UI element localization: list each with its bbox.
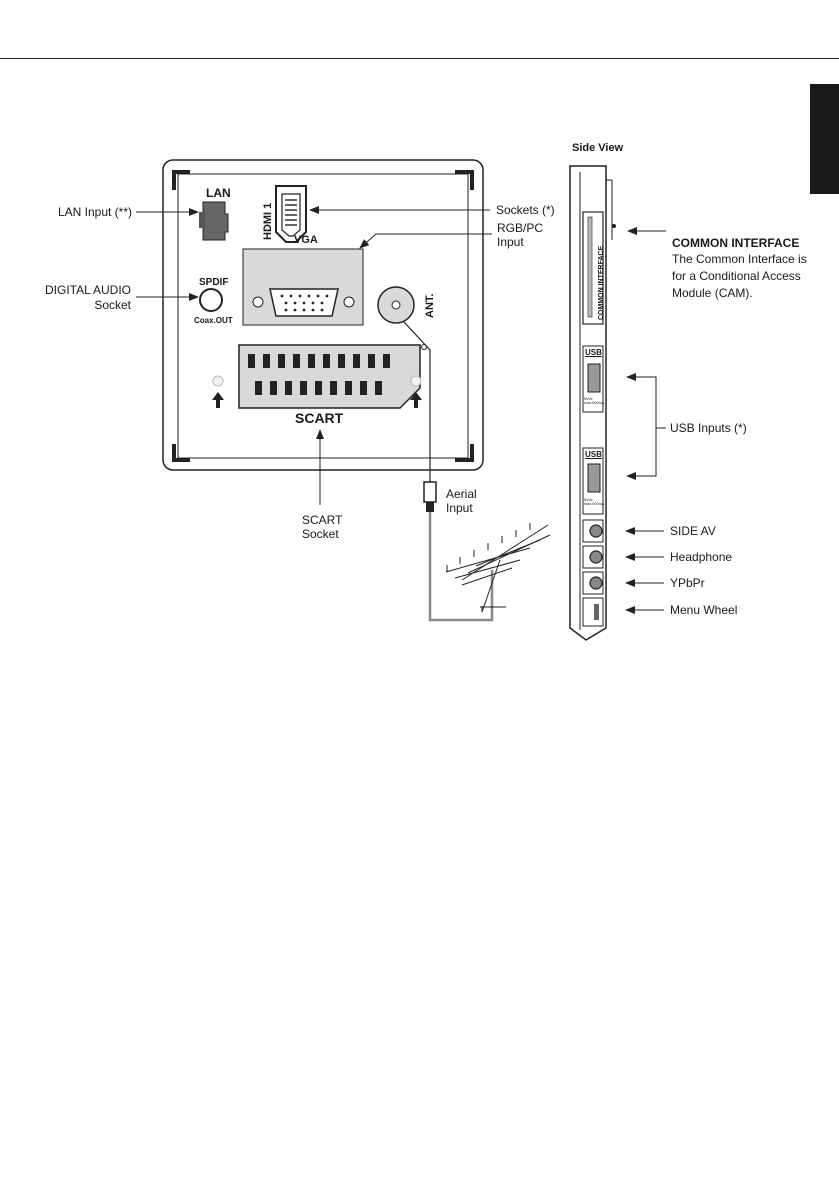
corner-bracket-br: [455, 444, 474, 462]
corner-bracket-tl: [172, 170, 190, 190]
aerial-callout-line1: Aerial: [446, 487, 477, 501]
scart-socket-callout-line2: Socket: [302, 527, 339, 541]
common-interface-desc-3: Module (CAM).: [672, 286, 753, 300]
scart-pins: [248, 354, 390, 395]
digital-audio-callout-line1: DIGITAL AUDIO: [44, 283, 131, 297]
digital-audio-callout-line2: Socket: [94, 298, 131, 312]
language-tab-marker: [810, 84, 839, 194]
menu-wheel-callout: Menu Wheel: [670, 603, 738, 617]
rgb-pc-callout-line2: Input: [497, 235, 524, 249]
usb-port-1: [587, 363, 601, 393]
usb-inputs-callout: USB Inputs (*): [670, 421, 747, 435]
lan-input-callout: LAN Input (**): [57, 205, 132, 219]
hdmi-port: [275, 185, 307, 243]
coax-out-label: Coax.OUT: [194, 316, 233, 325]
antenna-icon: [445, 523, 551, 613]
spdif-socket: [199, 288, 223, 312]
rgb-arrow: [359, 233, 492, 249]
side-view-title: Side View: [572, 142, 624, 154]
corner-bracket-tr: [455, 170, 474, 190]
spdif-label: SPDIF: [199, 277, 229, 288]
usb-port-2: [587, 463, 601, 493]
aerial-cable: [403, 321, 431, 482]
aerial-plug: [423, 481, 437, 503]
menu-wheel: [582, 597, 604, 627]
side-av-jack: [589, 524, 603, 538]
usb-port-2-label: USB: [585, 450, 602, 459]
up-arrow-left: [212, 392, 224, 408]
antenna-lead: [428, 512, 494, 622]
page-top-rule: [0, 58, 839, 59]
corner-bracket-bl: [172, 444, 190, 462]
common-interface-desc-1: The Common Interface is: [672, 252, 807, 266]
up-arrow-right: [410, 392, 422, 408]
lan-port-label: LAN: [206, 186, 231, 200]
scart-port-label: SCART: [295, 410, 344, 426]
connection-diagram: [136, 159, 666, 641]
antenna-port-label: ANT.: [424, 293, 436, 318]
ypbpr-callout: YPbPr: [670, 576, 705, 590]
vga-pins: [280, 294, 329, 312]
lan-port: [202, 201, 229, 241]
scart-socket-callout-line1: SCART: [302, 513, 343, 527]
headphone-callout: Headphone: [670, 550, 733, 564]
usb-bracket: [628, 376, 657, 477]
usb-port-2-rating: 5Vdc max.500mA: [584, 498, 605, 506]
headphone-jack: [589, 550, 603, 564]
back-panel-inner: [177, 173, 469, 459]
hdmi-port-label: HDMI 1: [262, 202, 274, 240]
aerial-callout-line2: Input: [446, 501, 473, 515]
hdmi-pins: [285, 199, 297, 226]
rgb-pc-callout-line1: RGB/PC: [497, 221, 544, 235]
vga-port-label: VGA: [294, 234, 318, 246]
usb-port-1-label: USB: [585, 348, 602, 357]
common-interface-title: COMMON INTERFACE: [672, 236, 800, 250]
ypbpr-jack: [589, 576, 603, 590]
common-interface-desc-2: for a Conditional Access: [672, 269, 801, 283]
usb-port-1-rating: 5Vdc max.500mA: [584, 397, 605, 405]
ci-slot-label: COMMON INTERFACE: [598, 245, 605, 320]
sockets-callout: Sockets (*): [496, 203, 555, 217]
side-av-callout: SIDE AV: [670, 524, 716, 538]
